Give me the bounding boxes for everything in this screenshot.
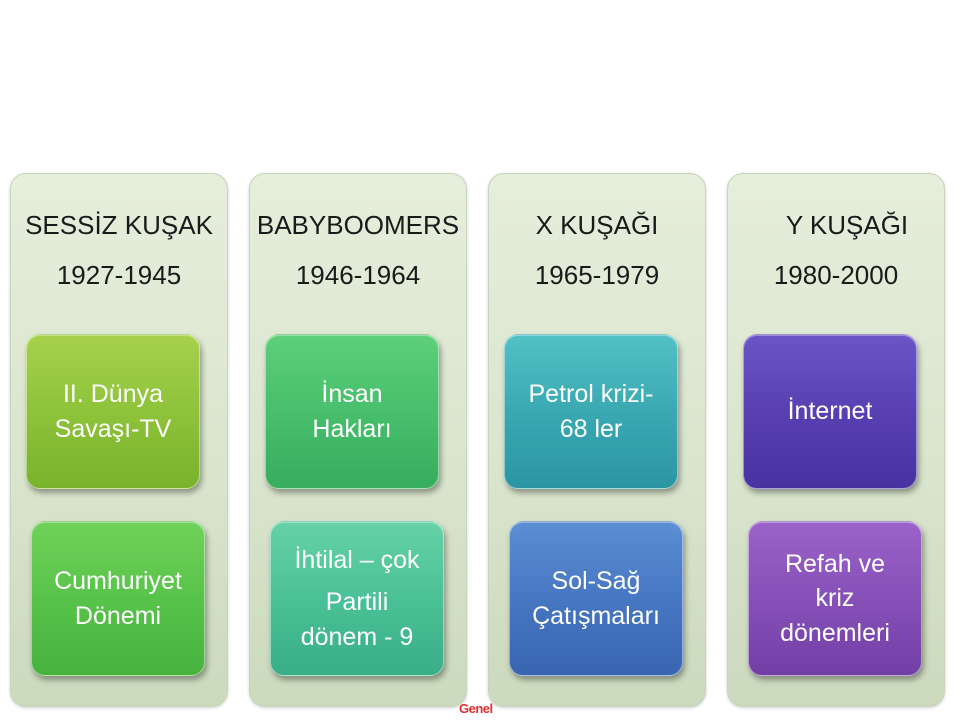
- column-title: Y KUŞAĞI: [785, 210, 909, 240]
- box-line: kriz: [815, 584, 855, 613]
- box-line: dönemleri: [780, 618, 890, 647]
- box-line: İnsan: [321, 380, 383, 408]
- box-line: Partili: [325, 588, 389, 617]
- event-box-top: Petrol krizi- 68 ler: [504, 334, 678, 489]
- box-line: İnternet: [787, 397, 873, 426]
- event-box-bottom: İhtilal – çok Partili dönem - 9: [270, 521, 444, 676]
- box-line: Sol-Sağ: [551, 567, 641, 595]
- event-box-bottom: Cumhuriyet Dönemi: [31, 521, 205, 676]
- column-years: 1946-1964: [295, 260, 421, 290]
- column-title: SESSİZ KUŞAK: [25, 210, 213, 240]
- box-line: Petrol krizi-: [528, 380, 654, 408]
- event-box-top: İnsan Hakları: [265, 334, 439, 489]
- generation-column-y: Y KUŞAĞI 1980-2000 İnternet Refah ve kri…: [727, 173, 945, 707]
- box-line: 68 ler: [559, 414, 623, 443]
- box-line: İhtilal – çok: [294, 545, 420, 574]
- column-title: X KUŞAĞI: [535, 210, 659, 240]
- event-box-top: II. Dünya Savaşı-TV: [26, 334, 200, 489]
- box-line: Refah ve: [784, 549, 886, 578]
- event-box-bottom: Refah ve kriz dönemleri: [748, 521, 922, 676]
- column-years: 1980-2000: [773, 260, 899, 290]
- box-line: Dönemi: [74, 601, 162, 630]
- footer-label: Genel: [459, 701, 493, 716]
- box-line: II. Dünya: [62, 380, 164, 408]
- column-title: BABYBOOMERS: [256, 210, 460, 240]
- box-line: Çatışmaları: [532, 601, 660, 630]
- column-years: 1965-1979: [534, 260, 660, 290]
- generation-column-silent: SESSİZ KUŞAK 1927-1945 II. Dünya Savaşı-…: [10, 173, 228, 707]
- column-years: 1927-1945: [56, 260, 182, 290]
- generation-column-babyboomers: BABYBOOMERS 1946-1964 İnsan Hakları İhti…: [249, 173, 467, 707]
- box-line: Hakları: [312, 414, 392, 443]
- box-line: Cumhuriyet: [54, 567, 182, 595]
- box-line: dönem - 9: [300, 622, 414, 651]
- box-line: Savaşı-TV: [54, 414, 172, 443]
- generation-column-x: X KUŞAĞI 1965-1979 Petrol krizi- 68 ler …: [488, 173, 706, 707]
- event-box-bottom: Sol-Sağ Çatışmaları: [509, 521, 683, 676]
- event-box-top: İnternet: [743, 334, 917, 489]
